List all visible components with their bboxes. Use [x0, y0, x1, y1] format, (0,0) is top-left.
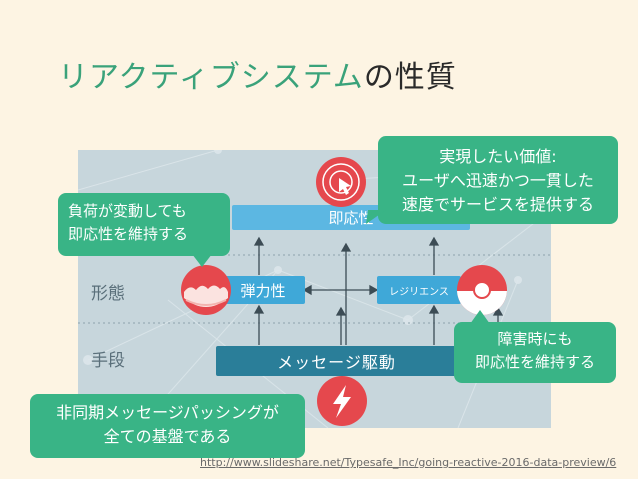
slide-title: リアクティブシステムの性質: [58, 52, 457, 96]
lightning-icon: [317, 376, 367, 426]
load-line-2: 即応性を維持する: [68, 224, 189, 243]
source-link[interactable]: http://www.slideshare.net/Typesafe_Inc/g…: [200, 456, 617, 469]
async-line-1: 非同期メッセージパッシングが: [56, 403, 279, 422]
failure-callout: 障害時にも 即応性を維持する: [454, 322, 616, 383]
load-line-1: 負荷が変動しても: [68, 202, 187, 220]
pokeball-icon: [457, 265, 507, 315]
row-label-form: 形態: [91, 284, 125, 304]
callout-pointer: [366, 210, 386, 224]
title-accent: リアクティブシステム: [58, 60, 364, 95]
callout-pointer: [192, 254, 212, 267]
async-line-2: 全ての基盤である: [103, 427, 232, 446]
async-callout: 非同期メッセージパッシングが 全ての基盤である: [30, 394, 305, 458]
value-line-3: 速度でサービスを提供する: [401, 195, 594, 214]
message-driven-bar: メッセージ駆動: [216, 346, 457, 376]
callout-pointer: [470, 310, 490, 324]
elastic-bar: 弾力性: [221, 276, 305, 304]
value-line-2: ユーザへ迅速かつ一貫した: [402, 171, 594, 190]
failure-line-1: 障害時にも: [497, 330, 573, 348]
resilient-bar: レジリエンス: [377, 276, 461, 304]
row-label-means: 手段: [91, 351, 125, 371]
load-callout: 負荷が変動しても 即応性を維持する: [58, 193, 230, 256]
value-line-1: 実現したい価値:: [439, 147, 557, 166]
value-callout: 実現したい価値: ユーザへ迅速かつ一貫した 速度でサービスを提供する: [378, 136, 618, 224]
touch-target-icon: [316, 157, 366, 207]
elastic-ball-icon: [181, 265, 231, 315]
failure-line-2: 即応性を維持する: [474, 352, 595, 371]
title-rest: の性質: [363, 60, 457, 95]
